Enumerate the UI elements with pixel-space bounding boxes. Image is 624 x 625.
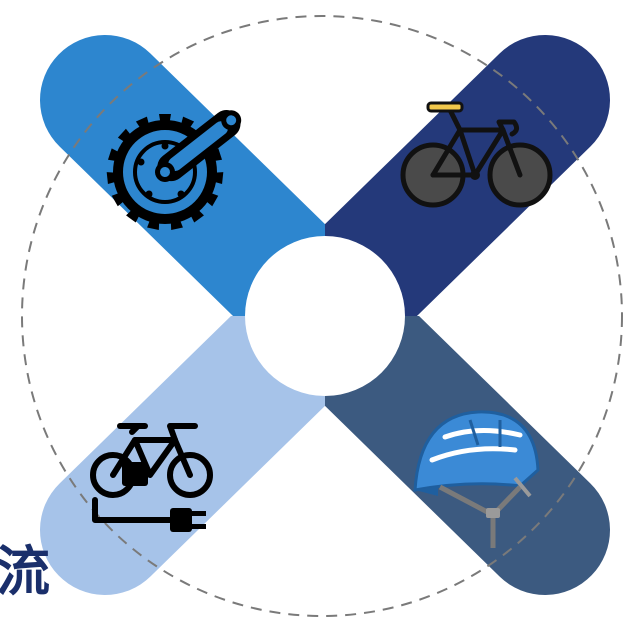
crank-gear-icon bbox=[106, 109, 242, 230]
edge-title-fragment: 流 bbox=[0, 540, 50, 603]
center-circle bbox=[245, 236, 405, 396]
dashed-ring bbox=[21, 15, 623, 617]
helmet-icon bbox=[413, 410, 540, 548]
e-bike-plug-icon bbox=[90, 423, 213, 532]
road-bike-icon bbox=[400, 101, 553, 208]
